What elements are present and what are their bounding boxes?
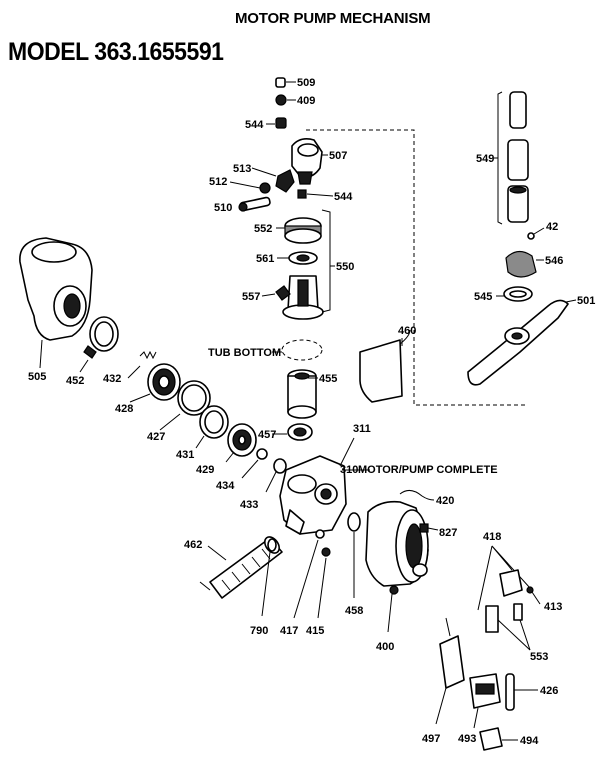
label-462: 462 — [184, 539, 202, 551]
label-544-top: 544 — [245, 119, 264, 131]
part-42-pin — [527, 227, 545, 240]
label-561: 561 — [256, 253, 274, 265]
part-433-ring — [265, 458, 287, 493]
label-434: 434 — [216, 480, 235, 492]
label-457: 457 — [258, 429, 276, 441]
label-501: 501 — [577, 295, 595, 307]
part-501-spray-arm — [467, 299, 577, 386]
label-413: 413 — [544, 601, 562, 613]
label-431: 431 — [176, 449, 194, 461]
label-42: 42 — [546, 221, 558, 233]
part-497-switch-bracket — [435, 617, 465, 725]
label-400: 400 — [376, 641, 394, 653]
label-546: 546 — [545, 255, 563, 267]
label-432: 432 — [103, 373, 121, 385]
label-493: 493 — [458, 733, 476, 745]
part-428-motor-seal — [129, 363, 181, 403]
label-545: 545 — [474, 291, 492, 303]
part-452-clamp — [79, 316, 119, 373]
label-544-mid: 544 — [334, 191, 353, 203]
part-420-wire — [399, 490, 435, 501]
part-552-filter — [276, 217, 322, 244]
label-552: 552 — [254, 223, 272, 235]
part-513-impeller — [251, 167, 295, 193]
part-418-bracket — [477, 545, 531, 633]
label-505: 505 — [28, 371, 46, 383]
diagram-title: MOTOR PUMP MECHANISM — [235, 10, 431, 27]
label-513: 513 — [233, 163, 251, 175]
label-433: 433 — [240, 499, 258, 511]
part-493-switch — [469, 673, 501, 729]
label-512: 512 — [209, 176, 227, 188]
label-460: 460 — [398, 325, 416, 337]
part-510-screw — [238, 196, 271, 212]
label-790: 790 — [250, 625, 268, 637]
part-417-clip — [293, 529, 325, 619]
part-544-nut — [266, 117, 287, 129]
part-505-sump-housing — [19, 237, 93, 369]
part-432-spring — [127, 350, 157, 379]
part-509-plug — [275, 77, 296, 88]
part-546-cap — [505, 250, 544, 278]
label-458: 458 — [345, 605, 363, 617]
part-494-block — [479, 727, 518, 751]
part-549-tube-stack — [494, 91, 529, 225]
label-420: 420 — [436, 495, 454, 507]
part-827-clip — [419, 523, 439, 533]
part-311-pump-body — [279, 437, 355, 535]
part-434-nut — [241, 448, 268, 479]
label-497: 497 — [422, 733, 440, 745]
part-429-impeller — [225, 423, 257, 463]
part-550-pump-stack — [282, 209, 335, 320]
label-415: 415 — [306, 625, 324, 637]
part-427-gasket — [159, 380, 211, 431]
label-553: 553 — [530, 651, 548, 663]
part-512-washer — [229, 181, 271, 194]
label-452: 452 — [66, 375, 84, 387]
part-415-washer — [317, 547, 331, 619]
model-number: MODEL 363.1655591 — [8, 38, 224, 66]
label-417: 417 — [280, 625, 298, 637]
part-400-screw — [387, 585, 399, 633]
part-790-clamp — [261, 538, 277, 617]
part-545-ring — [496, 286, 533, 302]
part-460-shield — [359, 329, 411, 403]
part-431-plate — [195, 405, 229, 449]
part-458-seal — [347, 512, 361, 598]
label-418: 418 — [483, 531, 501, 543]
part-544-spacer — [297, 189, 334, 199]
part-409-seal — [275, 94, 296, 106]
part-561-ring — [277, 251, 318, 265]
motor-pump-complete-label: MOTOR/PUMP COMPLETE — [358, 464, 498, 476]
label-426: 426 — [540, 685, 558, 697]
label-409: 409 — [297, 95, 315, 107]
part-457-washer — [272, 423, 313, 441]
label-510: 510 — [214, 202, 232, 214]
part-413-screw — [526, 586, 541, 605]
label-509: 509 — [297, 77, 315, 89]
label-310: 310 — [340, 464, 358, 476]
label-550: 550 — [336, 261, 354, 273]
part-557-clip — [261, 285, 291, 301]
part-455-bearing-sleeve — [287, 369, 318, 419]
label-507: 507 — [329, 150, 347, 162]
label-455: 455 — [319, 373, 337, 385]
label-427: 427 — [147, 431, 165, 443]
tub-bottom-label: TUB BOTTOM — [208, 347, 281, 359]
part-426-rod — [505, 673, 538, 711]
part-507-housing — [291, 138, 328, 185]
label-549: 549 — [476, 153, 494, 165]
connection-dashed-line — [306, 129, 525, 406]
label-494: 494 — [520, 735, 539, 747]
tub-bottom-ring — [272, 339, 323, 361]
label-311: 311 — [353, 423, 371, 435]
label-557: 557 — [242, 291, 260, 303]
label-429: 429 — [196, 464, 214, 476]
part-553-spring — [497, 603, 531, 651]
label-827: 827 — [439, 527, 457, 539]
label-428: 428 — [115, 403, 133, 415]
